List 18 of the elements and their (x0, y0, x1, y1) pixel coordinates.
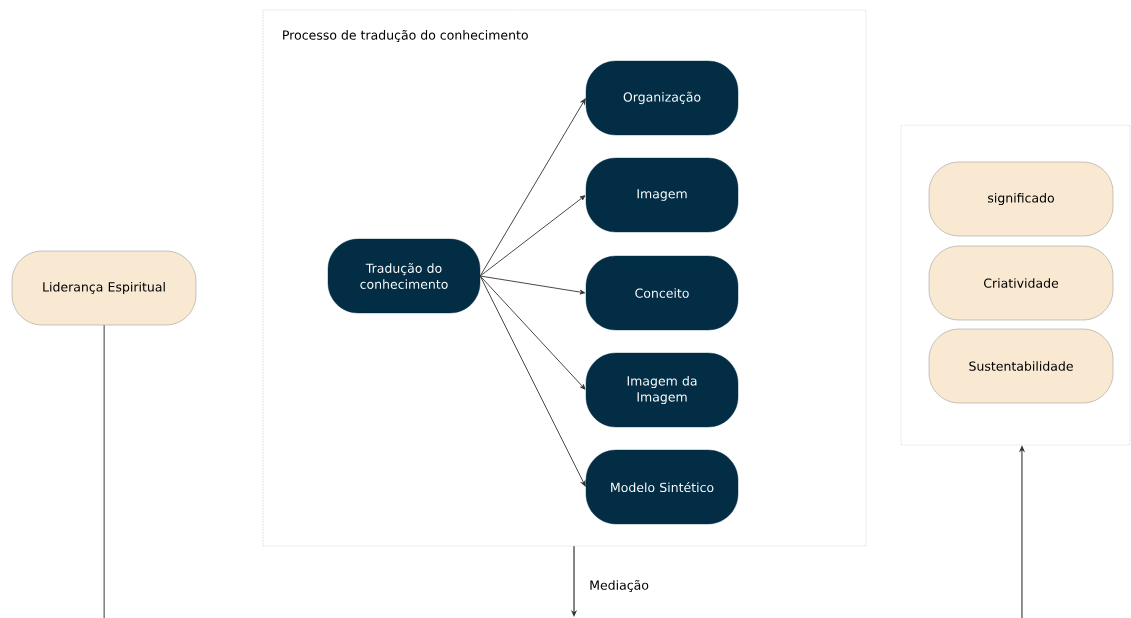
rounded-box: significado (928, 161, 1114, 237)
process-box: Tradução do conhecimento (327, 238, 481, 314)
process-box: Imagem da Imagem (585, 352, 739, 428)
rounded-box: Criatividade (928, 245, 1114, 321)
rounded-box: Sustentabilidade (928, 328, 1114, 404)
arrow (479, 275, 586, 487)
rounded-box: Liderança Espiritual (11, 250, 197, 326)
arrow (479, 275, 586, 295)
edge-label: Mediação (588, 578, 650, 594)
arrow (479, 98, 586, 277)
process-box: Imagem (585, 157, 739, 233)
arrow (479, 275, 586, 390)
frame-box (900, 124, 1131, 446)
arrow (479, 195, 586, 277)
process-box: Organização (585, 60, 739, 136)
process-box: Conceito (585, 255, 739, 331)
frame-title: Processo de tradução do conhecimento (283, 29, 528, 43)
process-box: Modelo Sintético (585, 449, 739, 525)
